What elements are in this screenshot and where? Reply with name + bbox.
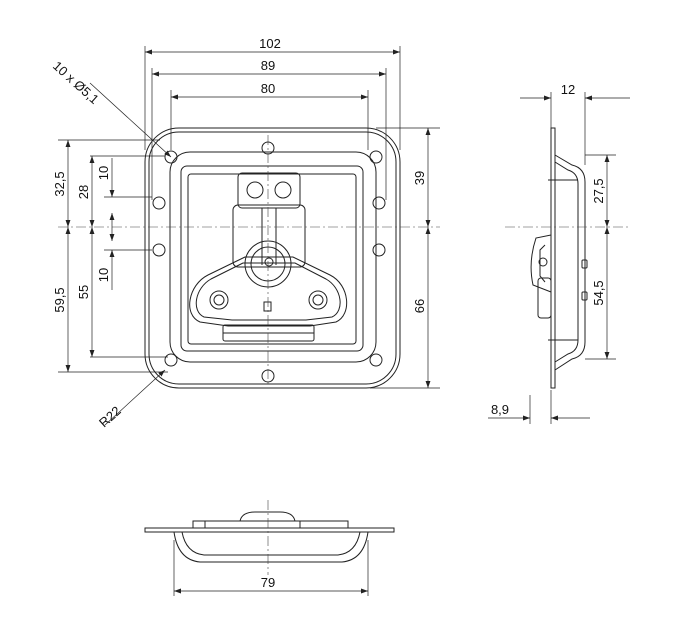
- side-body: [554, 154, 586, 371]
- bottom-view: 79: [144, 500, 395, 596]
- side-flange: [550, 127, 556, 389]
- dish-inner: [180, 165, 364, 352]
- mounting-hole: [369, 353, 383, 367]
- dim-right-lower: 66: [412, 299, 427, 313]
- dim-left-top-28: 28: [76, 185, 91, 199]
- mounting-hole: [372, 243, 386, 257]
- dim-hole-spacing-inner: 80: [261, 81, 275, 96]
- dim-bottom-width: 79: [261, 575, 275, 590]
- side-latch: [530, 234, 552, 293]
- dimension-lines: [65, 49, 431, 426]
- radius-leader: [104, 369, 166, 426]
- dim-side-upper: 27,5: [591, 178, 606, 203]
- dimension-labels: 102 89 80 32,5 28 10 10 59,5 55 39 66 10…: [50, 36, 427, 430]
- front-view: 102 89 80 32,5 28 10 10 59,5 55 39 66 10…: [50, 36, 440, 430]
- logo-mark: [263, 301, 272, 312]
- outer-flange: [144, 127, 401, 389]
- mounting-hole: [164, 353, 178, 367]
- dim-left-top-10: 10: [96, 166, 111, 180]
- mounting-hole: [152, 243, 166, 257]
- bottom-flange: [144, 527, 395, 533]
- dim-side-bottom-depth: 8,9: [491, 402, 509, 417]
- dim-left-bottom-55: 55: [76, 285, 91, 299]
- dim-right-upper: 39: [412, 171, 427, 185]
- hinge-block: [232, 172, 306, 268]
- dish-floor: [187, 173, 357, 345]
- extension-lines: [58, 46, 440, 389]
- mounting-hole: [152, 196, 166, 210]
- mounting-holes: [152, 141, 386, 383]
- bottom-dish: [173, 531, 369, 563]
- dim-side-lower: 54,5: [591, 280, 606, 305]
- dim-left-bottom-10: 10: [96, 268, 111, 282]
- mounting-hole: [372, 196, 386, 210]
- flange-edge: [148, 131, 397, 385]
- dim-left-top-total: 32,5: [52, 171, 67, 196]
- hole-leader: [89, 82, 172, 158]
- dim-hole-spacing-outer: 89: [261, 58, 275, 73]
- dim-side-top-thickness: 12: [561, 82, 575, 97]
- dim-left-bottom-total: 59,5: [52, 287, 67, 312]
- dim-radius: R22: [96, 403, 124, 430]
- dim-holes-callout: 10 x Ø5,1: [50, 58, 102, 107]
- mounting-hole: [369, 150, 383, 164]
- dim-overall-width: 102: [259, 36, 281, 51]
- mounting-hole: [164, 150, 178, 164]
- side-view: 12 27,5 54,5 8,9: [488, 82, 630, 424]
- butterfly-handle: [189, 240, 348, 342]
